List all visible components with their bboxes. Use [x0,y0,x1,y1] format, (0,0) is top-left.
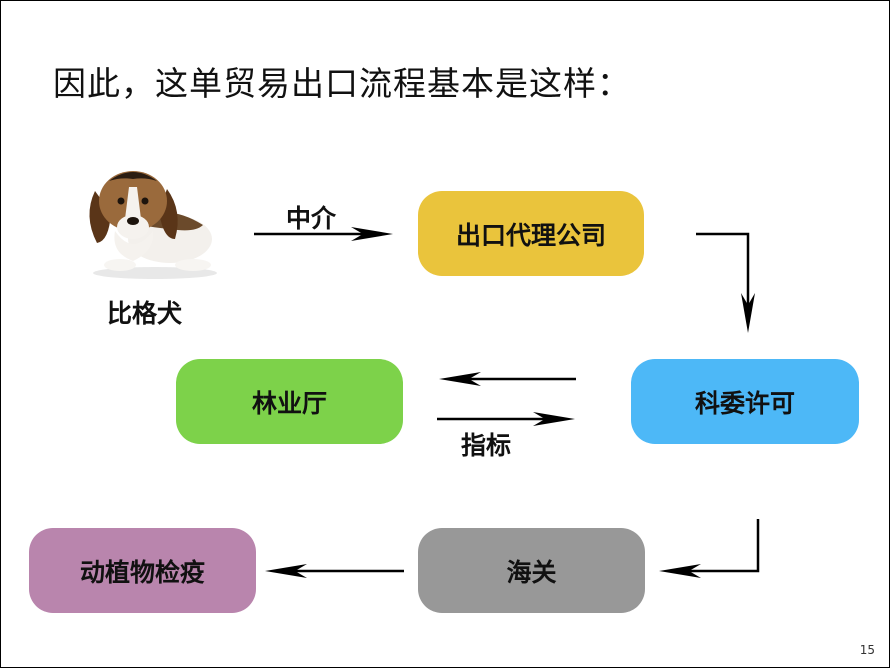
node-keiwei-permit: 科委许可 [631,359,859,444]
beagle-illustration [89,171,217,279]
arrow-keiwei-to-customs [673,519,760,573]
slide-title: 因此，这单贸易出口流程基本是这样： [53,64,631,103]
arrow-label-zhongjie: 中介 [286,204,337,233]
node-forestry-dept-label: 林业厅 [251,388,327,418]
node-keiwei-permit-label: 科委许可 [694,388,795,418]
node-quarantine: 动植物检疫 [29,528,256,613]
arrow-dog-to-agent-head [351,227,393,241]
node-forestry-dept: 林业厅 [176,359,403,444]
node-quarantine-label: 动植物检疫 [79,557,205,587]
node-customs-label: 海关 [506,557,557,587]
dog-caption: 比格犬 [107,299,183,328]
page-number: 15 [859,643,875,657]
arrow-customs-to-quarantine-head [265,564,307,578]
node-customs: 海关 [418,528,645,613]
arrow-agent-to-keiwei [696,232,750,319]
arrow-agent-to-keiwei-head [741,293,755,333]
arrow-keiwei-to-customs-head [659,564,701,578]
node-export-agent-label: 出口代理公司 [455,220,606,250]
arrow-label-zhibiao: 指标 [461,431,512,460]
node-export-agent: 出口代理公司 [418,191,644,276]
arrow-keiwei-to-forestry-head [439,372,481,386]
arrow-forestry-to-keiwei-head [533,412,575,426]
